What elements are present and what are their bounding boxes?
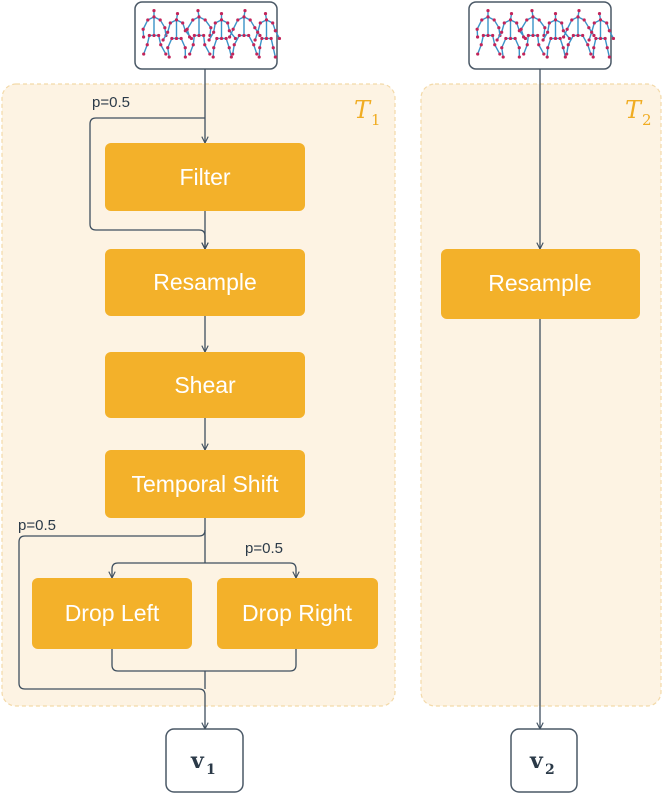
- transform-panel-2: [420, 83, 662, 707]
- skeleton-sequence-icon: [141, 9, 282, 59]
- step-label: Drop Right: [242, 600, 353, 626]
- edge-to-drop-right: [205, 562, 296, 578]
- probability-label-drop-choice: p=0.5: [245, 540, 283, 557]
- transform-title-2: T 2: [625, 96, 652, 129]
- step-resample-2: Resample: [441, 249, 640, 319]
- edge-to-drop-left: [112, 562, 205, 578]
- step-resample: Resample: [105, 249, 305, 316]
- edge-drop-merge: [111, 649, 297, 672]
- step-label: Resample: [153, 269, 257, 295]
- step-label: Resample: [488, 270, 592, 296]
- step-label: Shear: [174, 372, 236, 398]
- probability-label-drop-skip: p=0.5: [18, 517, 56, 534]
- step-drop-left: Drop Left: [32, 578, 192, 649]
- output-subscript-2: 2: [545, 762, 555, 778]
- output-symbol-1: v: [190, 748, 205, 774]
- transform-subscript-2: 2: [642, 111, 652, 129]
- edges-branch-1: [18, 69, 297, 729]
- transform-symbol-1: T: [354, 96, 372, 124]
- step-shear: Shear: [105, 352, 305, 418]
- output-subscript-1: 1: [206, 762, 216, 778]
- skeleton-sequence-icon: [475, 9, 616, 59]
- output-v1: v 1: [165, 728, 244, 793]
- output-v2: v 2: [510, 728, 578, 793]
- step-temporal-shift: Temporal Shift: [105, 450, 305, 518]
- step-label: Filter: [179, 164, 230, 190]
- output-symbol-2: v: [529, 748, 544, 774]
- probability-label-filter: p=0.5: [92, 94, 130, 111]
- transform-title-1: T 1: [354, 96, 381, 129]
- step-drop-right: Drop Right: [217, 578, 378, 649]
- transform-symbol-2: T: [625, 96, 643, 124]
- edge-drop-skip: [18, 529, 205, 729]
- step-label: Drop Left: [65, 600, 160, 626]
- step-label: Temporal Shift: [131, 471, 279, 497]
- step-filter: Filter: [105, 143, 305, 211]
- transform-subscript-1: 1: [371, 111, 381, 129]
- edge-filter-skip: [89, 117, 205, 249]
